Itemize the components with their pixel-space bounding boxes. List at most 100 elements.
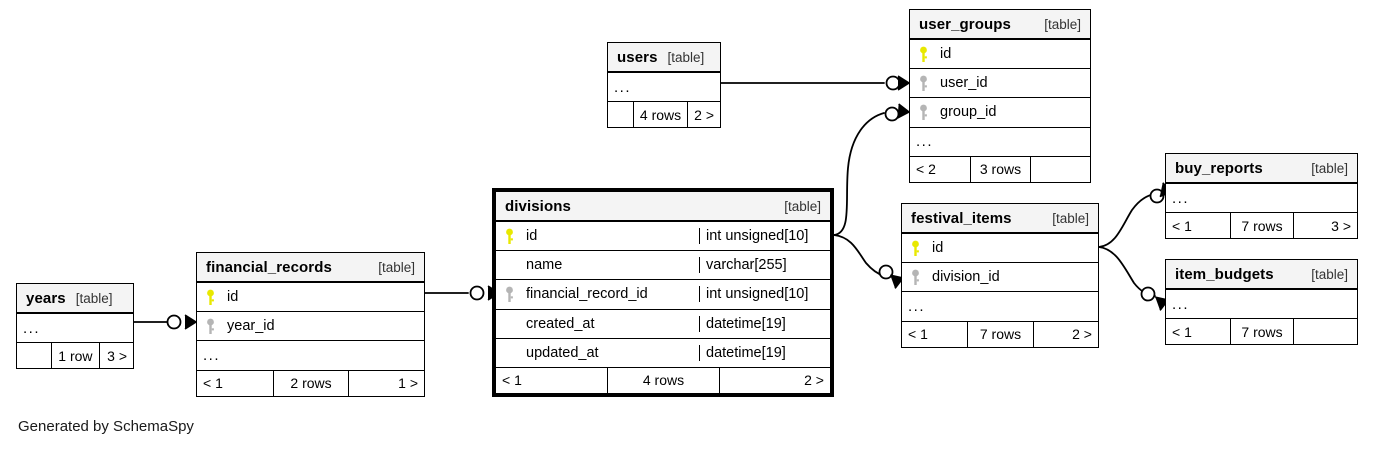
primary-key-icon: [911, 240, 919, 256]
edge-marker-circle: [885, 75, 901, 91]
column-key-cell: [910, 46, 936, 63]
foreign-key-icon: [911, 269, 919, 285]
prev-page-link[interactable]: [608, 102, 633, 127]
column-name: user_id: [940, 75, 988, 92]
foreign-key-icon: [206, 318, 214, 334]
prev-page-link[interactable]: < 1: [908, 326, 928, 343]
ellipsis-label: ...: [23, 319, 41, 337]
row-count-label: 2 rows: [272, 370, 349, 396]
table-tag: [table]: [784, 198, 821, 214]
table-title-divisions: divisions [table]: [496, 192, 830, 222]
column-name: updated_at: [526, 344, 599, 361]
next-page-link[interactable]: 2 >: [718, 367, 830, 393]
column-name: group_id: [940, 104, 997, 121]
next-page-link[interactable]: 2 >: [687, 102, 720, 128]
table-row-ellipsis[interactable]: ...: [1166, 290, 1357, 320]
table-name: festival_items: [911, 209, 1012, 227]
table-column-row[interactable]: id: [902, 234, 1098, 264]
table-name: divisions: [505, 197, 571, 215]
next-page-link[interactable]: [1030, 156, 1090, 182]
ellipsis-label: ...: [916, 133, 934, 151]
table-row-ellipsis[interactable]: ...: [608, 73, 720, 103]
column-key-cell: [910, 75, 936, 92]
next-page-link[interactable]: [1293, 319, 1357, 345]
column-name: year_id: [227, 318, 275, 335]
column-name: id: [227, 289, 239, 306]
prev-page-link[interactable]: < 1: [1172, 217, 1192, 234]
table-tag: [table]: [378, 259, 415, 275]
edge-festival_items-item_budgets: [1098, 246, 1156, 297]
table-row-ellipsis[interactable]: ...: [902, 292, 1098, 322]
table-node-financial_records[interactable]: financial_records[table]id year_id... < 1 2…: [196, 252, 425, 397]
prev-page-link[interactable]: < 2: [916, 161, 936, 178]
table-column-row[interactable]: created_at datetime[19]: [496, 309, 830, 339]
table-node-user_groups[interactable]: user_groups[table]id user_id group_id... < …: [909, 9, 1091, 183]
next-page-link[interactable]: 3 >: [98, 343, 133, 369]
table-name: years: [26, 289, 66, 307]
column-type: int unsigned[10]: [699, 286, 830, 303]
prev-page-link[interactable]: < 1: [1172, 323, 1192, 340]
prev-page-link[interactable]: < 1: [203, 375, 223, 392]
table-column-row[interactable]: id: [197, 283, 424, 313]
table-title-financial_records: financial_records[table]: [197, 253, 424, 283]
table-title-item_budgets: item_budgets[table]: [1166, 260, 1357, 290]
table-tag: [table]: [75, 290, 113, 306]
table-footer-user_groups: < 2 3 rows: [910, 156, 1090, 182]
table-column-row[interactable]: user_id: [910, 69, 1090, 99]
foreign-key-icon: [505, 286, 513, 302]
table-row-ellipsis[interactable]: ...: [1166, 184, 1357, 214]
primary-key-icon: [206, 289, 214, 305]
prev-page-link[interactable]: < 1: [502, 372, 522, 389]
ellipsis-label: ...: [908, 297, 926, 315]
column-type: datetime[19]: [699, 344, 830, 361]
foreign-key-icon: [919, 104, 927, 120]
prev-page-link[interactable]: [17, 343, 51, 368]
column-type: datetime[19]: [699, 315, 830, 332]
table-column-row[interactable]: year_id: [197, 312, 424, 342]
edge-marker-circle: [469, 285, 485, 301]
ellipsis-label: ...: [203, 346, 221, 364]
table-title-user_groups: user_groups[table]: [910, 10, 1090, 40]
primary-key-icon: [919, 46, 927, 62]
next-page-link[interactable]: 3 >: [1293, 213, 1357, 239]
ellipsis-label: ...: [1172, 189, 1190, 207]
column-name: id: [932, 240, 944, 257]
table-row-ellipsis[interactable]: ...: [197, 341, 424, 371]
row-count-label: 4 rows: [632, 102, 687, 128]
primary-key-icon: [505, 228, 513, 244]
column-name: created_at: [526, 315, 595, 332]
table-name: item_budgets: [1175, 265, 1274, 283]
column-key-cell: [496, 228, 522, 245]
table-column-row[interactable]: updated_at datetime[19]: [496, 338, 830, 368]
next-page-link[interactable]: 1 >: [348, 370, 424, 396]
table-row-ellipsis[interactable]: ...: [910, 127, 1090, 157]
column-key-cell: [902, 240, 928, 257]
column-key-cell: [197, 289, 223, 306]
table-column-row[interactable]: division_id: [902, 263, 1098, 293]
table-column-row[interactable]: id: [910, 40, 1090, 70]
row-count-label: 3 rows: [970, 156, 1030, 182]
table-tag: [table]: [1311, 160, 1348, 176]
table-column-row[interactable]: group_id: [910, 98, 1090, 128]
edge-divisions-festival_items: [833, 234, 885, 277]
edge-festival_items-buy_reports: [1098, 193, 1156, 248]
next-page-link[interactable]: 2 >: [1032, 321, 1098, 347]
row-count-label: 7 rows: [967, 321, 1032, 347]
table-title-users: users[table]: [608, 43, 720, 73]
table-row-ellipsis[interactable]: ...: [17, 314, 133, 344]
